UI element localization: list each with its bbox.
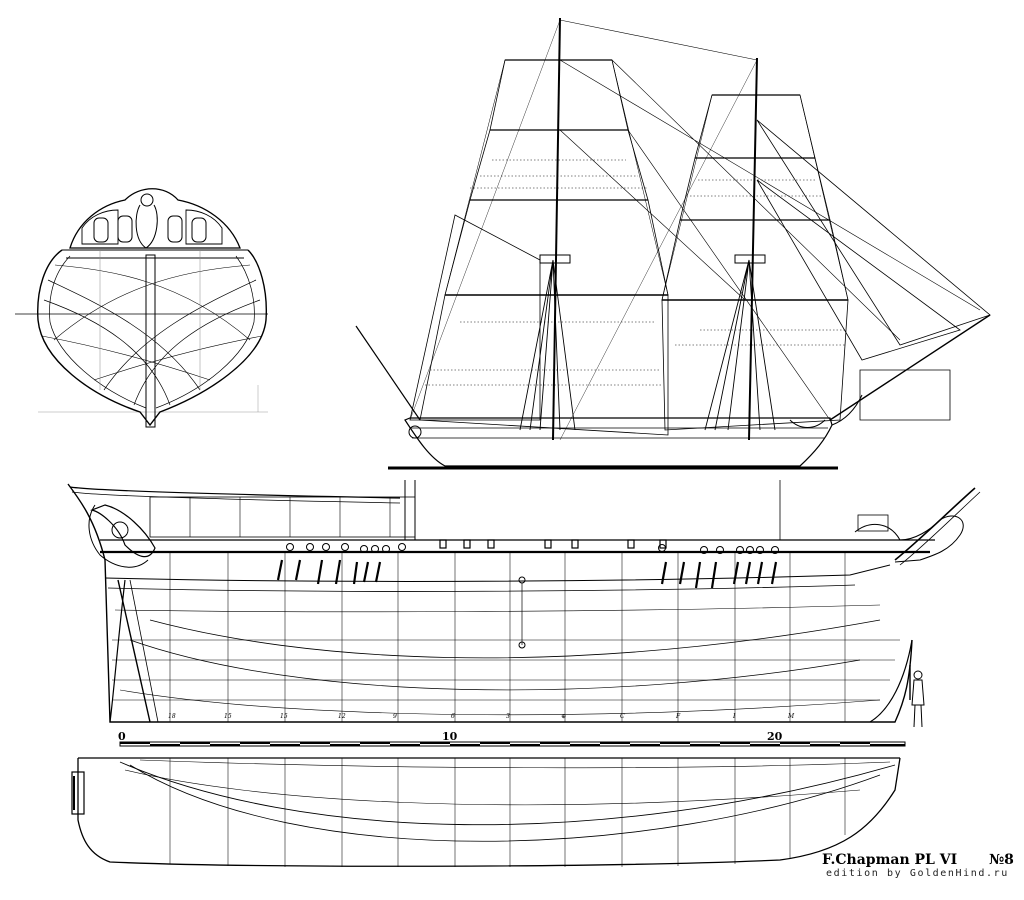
plate-number: №8: [988, 852, 1014, 868]
station-mark: C: [620, 713, 625, 720]
station-mark: M: [788, 713, 795, 720]
scale-tick-20: 20: [767, 730, 783, 743]
plate-title: F.Chapman PL VI: [822, 852, 958, 868]
half-breadth-plan: [71, 757, 901, 867]
station-mark: 3: [506, 713, 510, 720]
scale-bar: 0 10 20: [118, 730, 906, 747]
station-mark: I: [733, 713, 736, 720]
plate-caption: F.Chapman PL VI №8: [822, 852, 1014, 868]
station-mark: 15: [280, 713, 288, 720]
station-mark: 9: [393, 713, 397, 720]
station-mark: F: [676, 713, 681, 720]
scale-tick-0: 0: [118, 730, 126, 743]
station-mark: 18: [168, 713, 176, 720]
station-mark: ⊕: [561, 713, 567, 720]
profile-view: [67, 480, 981, 728]
edition-credit: edition by GoldenHind.ru: [826, 868, 1009, 879]
station-mark: 15: [224, 713, 232, 720]
scale-tick-10: 10: [442, 730, 458, 743]
station-mark: 12: [338, 713, 346, 720]
station-mark: 6: [451, 713, 455, 720]
scale-figure: [909, 665, 925, 728]
stern-view: [15, 188, 268, 428]
sail-plan: [355, 17, 991, 470]
